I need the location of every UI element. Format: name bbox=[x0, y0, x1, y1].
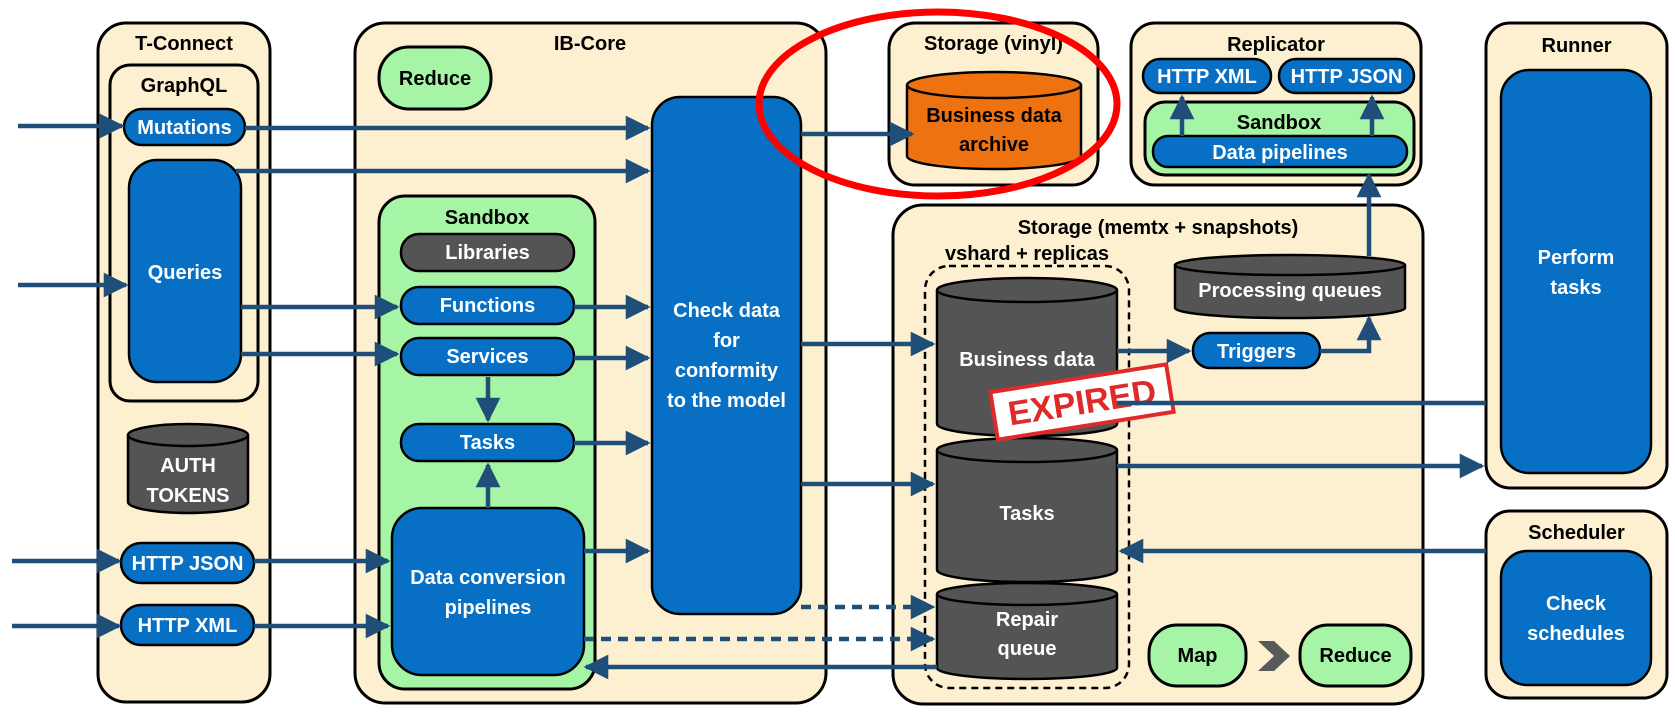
tconnect-http-json-node[interactable]: HTTP JSON bbox=[119, 541, 256, 585]
queries-label: Queries bbox=[148, 262, 222, 284]
check-data-line1: Check data bbox=[673, 300, 781, 322]
triggers-label: Triggers bbox=[1217, 341, 1296, 363]
check-data-line2: for bbox=[713, 330, 740, 352]
auth-tokens-line2: TOKENS bbox=[147, 485, 230, 507]
data-pipelines-label: Data pipelines bbox=[1212, 142, 1348, 164]
storage-vinyl-title: Storage (vinyl) bbox=[924, 33, 1063, 55]
auth-tokens-line1: AUTH bbox=[160, 455, 216, 477]
archive-line1: Business data bbox=[926, 105, 1062, 127]
processing-queues-db[interactable]: Processing queues bbox=[1173, 253, 1407, 320]
archive-line2: archive bbox=[959, 134, 1029, 156]
repair-queue-line2: queue bbox=[998, 638, 1057, 660]
perform-tasks-line2: tasks bbox=[1550, 277, 1601, 299]
vshard-title: vshard + replicas bbox=[945, 243, 1109, 265]
connectors bbox=[12, 94, 1486, 680]
processing-queues-label: Processing queues bbox=[1198, 280, 1381, 302]
ib-core-tasks-node[interactable]: Tasks bbox=[399, 422, 576, 463]
replicator-http-xml-label: HTTP XML bbox=[1157, 66, 1257, 88]
tconnect-http-xml-label: HTTP XML bbox=[138, 615, 238, 637]
ib-core-sandbox-title: Sandbox bbox=[445, 207, 529, 229]
functions-node[interactable]: Functions bbox=[399, 285, 576, 326]
mutations-label: Mutations bbox=[137, 117, 231, 139]
perform-tasks-line1: Perform bbox=[1538, 247, 1615, 269]
map-label: Map bbox=[1178, 645, 1218, 667]
tconnect-http-xml-node[interactable]: HTTP XML bbox=[119, 603, 256, 647]
functions-label: Functions bbox=[440, 295, 536, 317]
replicator-title: Replicator bbox=[1227, 34, 1325, 56]
check-data-line4: to the model bbox=[667, 390, 786, 412]
perform-tasks-node[interactable]: Perform tasks bbox=[1499, 68, 1653, 475]
business-data-archive-db[interactable]: Business data archive bbox=[905, 70, 1083, 171]
replicator-http-xml-node[interactable]: HTTP XML bbox=[1141, 57, 1273, 95]
tconnect-http-json-label: HTTP JSON bbox=[132, 553, 244, 575]
repair-queue-line1: Repair bbox=[996, 609, 1058, 631]
libraries-label: Libraries bbox=[445, 242, 529, 264]
pipelines-line2: pipelines bbox=[445, 597, 532, 619]
check-schedules-line2: schedules bbox=[1527, 623, 1625, 645]
graphql-title: GraphQL bbox=[141, 75, 228, 97]
check-schedules-line1: Check bbox=[1546, 593, 1607, 615]
storage-memtx-title: Storage (memtx + snapshots) bbox=[1018, 217, 1299, 239]
auth-tokens-db: AUTH TOKENS bbox=[126, 422, 250, 515]
services-label: Services bbox=[446, 346, 528, 368]
memtx-reduce-label: Reduce bbox=[1319, 645, 1391, 667]
map-to-reduce-chevron-icon bbox=[1258, 641, 1290, 671]
highlight-circle bbox=[755, 8, 1121, 200]
memtx-reduce-node[interactable]: Reduce bbox=[1298, 623, 1413, 688]
check-data-node[interactable]: Check data for conformity to the model bbox=[650, 95, 803, 616]
repair-queue-db[interactable]: Repair queue bbox=[935, 581, 1119, 681]
services-node[interactable]: Services bbox=[399, 336, 576, 377]
map-node[interactable]: Map bbox=[1147, 623, 1248, 688]
triggers-node[interactable]: Triggers bbox=[1191, 331, 1322, 370]
business-data-label: Business data bbox=[959, 349, 1095, 371]
replicator-http-json-node[interactable]: HTTP JSON bbox=[1277, 57, 1416, 95]
data-conversion-pipelines-node[interactable]: Data conversion pipelines bbox=[390, 506, 586, 677]
check-data-line3: conformity bbox=[675, 360, 779, 382]
check-schedules-node[interactable]: Check schedules bbox=[1499, 549, 1653, 687]
libraries-node[interactable]: Libraries bbox=[399, 232, 576, 273]
replicator-http-json-label: HTTP JSON bbox=[1291, 66, 1403, 88]
t-connect-title: T-Connect bbox=[135, 33, 233, 55]
mutations-node[interactable]: Mutations bbox=[122, 107, 247, 147]
queries-node[interactable]: Queries bbox=[127, 158, 243, 384]
scheduler-title: Scheduler bbox=[1528, 522, 1625, 544]
ib-core-reduce-node[interactable]: Reduce bbox=[377, 45, 493, 111]
data-pipelines-node[interactable]: Data pipelines bbox=[1151, 134, 1409, 169]
replicator-sandbox-title: Sandbox bbox=[1237, 112, 1321, 134]
memtx-tasks-label: Tasks bbox=[999, 503, 1054, 525]
pipelines-line1: Data conversion bbox=[410, 567, 566, 589]
ib-core-title: IB-Core bbox=[554, 33, 626, 55]
memtx-tasks-db[interactable]: Tasks bbox=[935, 436, 1119, 584]
ib-core-reduce-label: Reduce bbox=[399, 68, 471, 90]
ib-core-tasks-label: Tasks bbox=[460, 432, 515, 454]
runner-title: Runner bbox=[1542, 35, 1612, 57]
